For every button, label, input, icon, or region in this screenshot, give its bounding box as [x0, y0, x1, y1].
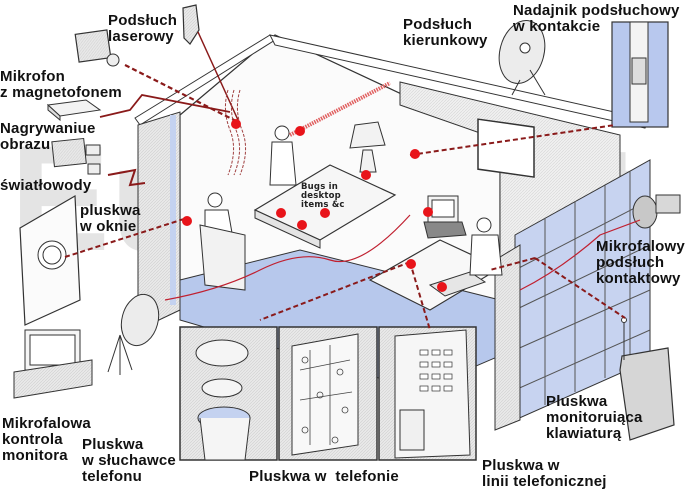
laser-device — [74, 29, 120, 67]
laser-receiver — [182, 4, 200, 45]
lamp — [349, 121, 386, 149]
bug-dot — [231, 119, 241, 129]
bug-dot — [437, 282, 447, 292]
label-handset-bug: Pluskwa w słuchawce telefonu — [82, 436, 176, 485]
person-armchair — [199, 192, 246, 291]
video-camera — [51, 137, 101, 175]
label-directional-eavesdropping: Podsłuch kierunkowy — [403, 16, 488, 49]
label-socket-transmitter: Nadajnik podsłuchowy w kontakcie — [513, 2, 680, 35]
label-mic-recorder: Mikrofon z magnetofonem — [0, 68, 122, 101]
label-keyboard-bug: Pluskwa monitoruiąca klawiaturą — [546, 393, 643, 442]
bug-dot — [406, 259, 416, 269]
label-phone-line-bug: Pluskwa w linii telefonicznej — [482, 457, 607, 490]
label-phone-bug: Pluskwa w telefonie — [249, 468, 399, 485]
label-monitor-control: Mikrofalowa kontrola monitora — [2, 415, 91, 464]
computer-screen — [431, 199, 455, 218]
label-video-recording: Nagrywaniue obrazu — [0, 120, 96, 153]
bug-markers — [182, 119, 447, 292]
desk-front — [254, 209, 321, 249]
socket-transmitter — [611, 21, 669, 128]
label-fiber-optics: światłowody — [0, 177, 92, 194]
bug-dot — [410, 149, 420, 159]
label-laser-eavesdropping: Podsłuch laserowy — [108, 12, 178, 45]
label-desktop-bugs: Bugs in desktop items &c — [301, 182, 345, 210]
partition-panel — [494, 244, 521, 431]
signal-lines — [64, 31, 641, 331]
bug-dot — [182, 216, 192, 226]
bug-dot — [295, 126, 305, 136]
window-glass-pane — [19, 194, 81, 326]
person-seated-desk — [269, 125, 297, 186]
computer-keyboard — [423, 221, 467, 239]
person-typist — [469, 217, 503, 276]
bug-dot — [361, 170, 371, 180]
painting — [477, 118, 535, 178]
monitor-device — [13, 329, 93, 399]
phone-inset — [179, 326, 477, 461]
bug-dot — [297, 220, 307, 230]
recorder-device — [46, 99, 102, 122]
sound-waves — [224, 89, 246, 176]
microwave-dish-right — [632, 194, 681, 229]
ceiling-beam-right — [269, 34, 651, 129]
bug-dot — [276, 208, 286, 218]
label-window-bug: pluskwa w oknie — [80, 202, 141, 235]
microwave-dish-left — [107, 293, 160, 375]
bug-dot — [320, 208, 330, 218]
bug-dot — [423, 207, 433, 217]
label-microwave-contact: Mikrofalowy podsłuch kontaktowy — [596, 238, 685, 287]
directional-dish — [498, 20, 546, 96]
window-strip — [170, 115, 176, 305]
lamp-base — [359, 149, 377, 173]
